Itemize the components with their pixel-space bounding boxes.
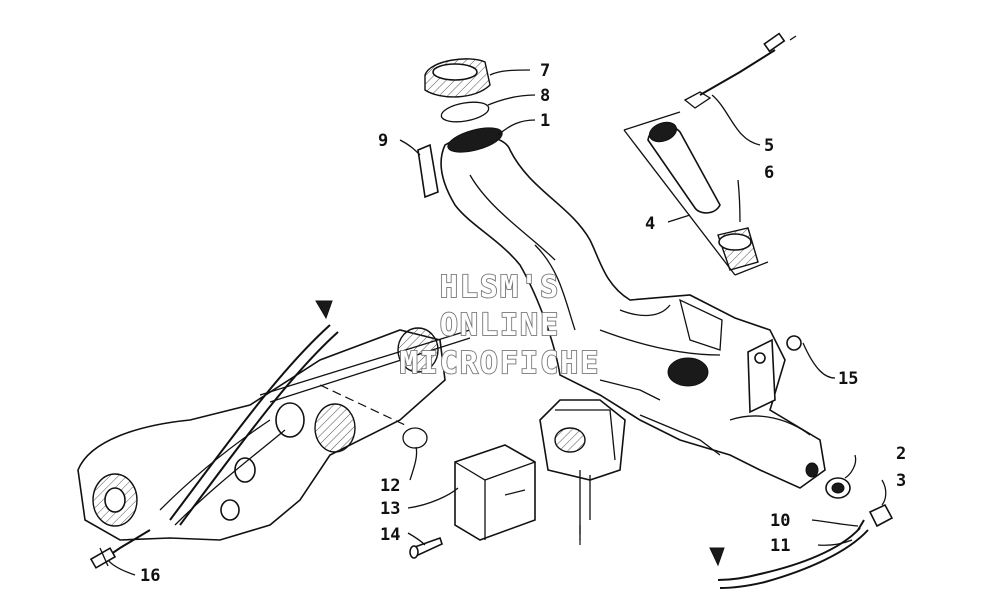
engine-component: [539, 399, 626, 540]
gasket-part-8: [440, 101, 490, 123]
box-part-13: [454, 444, 536, 541]
callout-9: 9: [378, 131, 388, 151]
arrow-marker-bottom: [709, 547, 725, 567]
callout-5: 5: [764, 136, 774, 156]
frame-assembly: [77, 324, 471, 541]
callout-8: 8: [540, 86, 550, 106]
callout-13: 13: [380, 499, 400, 519]
callout-1: 1: [540, 111, 550, 131]
fuel-line-part-16: [89, 529, 151, 569]
callout-14: 14: [380, 525, 400, 545]
callout-7: 7: [540, 61, 550, 81]
callout-10: 10: [770, 511, 790, 531]
fuel-tank-part-1: [440, 127, 826, 489]
callout-15: 15: [838, 369, 858, 389]
screw-part-14: [409, 536, 443, 559]
nut-part-15: [786, 335, 802, 351]
watermark-line-2: ONLINE: [440, 308, 560, 343]
callout-3: 3: [896, 471, 906, 491]
decal-part-9: [417, 143, 439, 199]
callout-6: 6: [764, 163, 774, 183]
arrow-marker-left: [315, 300, 333, 320]
fitting-part-3: [868, 503, 894, 528]
clamp-part-12: [402, 427, 428, 449]
watermark-line-3: MICROFICHE: [400, 346, 601, 381]
fuel-sender-assembly-part-4: [623, 32, 797, 276]
watermark-line-1: HLSM'S: [440, 270, 560, 305]
tank-bracket: [747, 338, 776, 414]
callout-2: 2: [896, 444, 906, 464]
callout-labels: 7 8 1 9 5 6 4 15 2 3 10 11 12 13 14 16: [140, 61, 906, 586]
watermark: HLSM'S ONLINE MICROFICHE: [399, 269, 601, 382]
callout-11: 11: [770, 536, 790, 556]
callout-16: 16: [140, 566, 160, 586]
leader-lines: [107, 69, 887, 576]
callout-12: 12: [380, 476, 400, 496]
grommet-part-2: [825, 477, 851, 499]
callout-4: 4: [645, 214, 655, 234]
fuel-cap-part-7: [424, 58, 491, 98]
